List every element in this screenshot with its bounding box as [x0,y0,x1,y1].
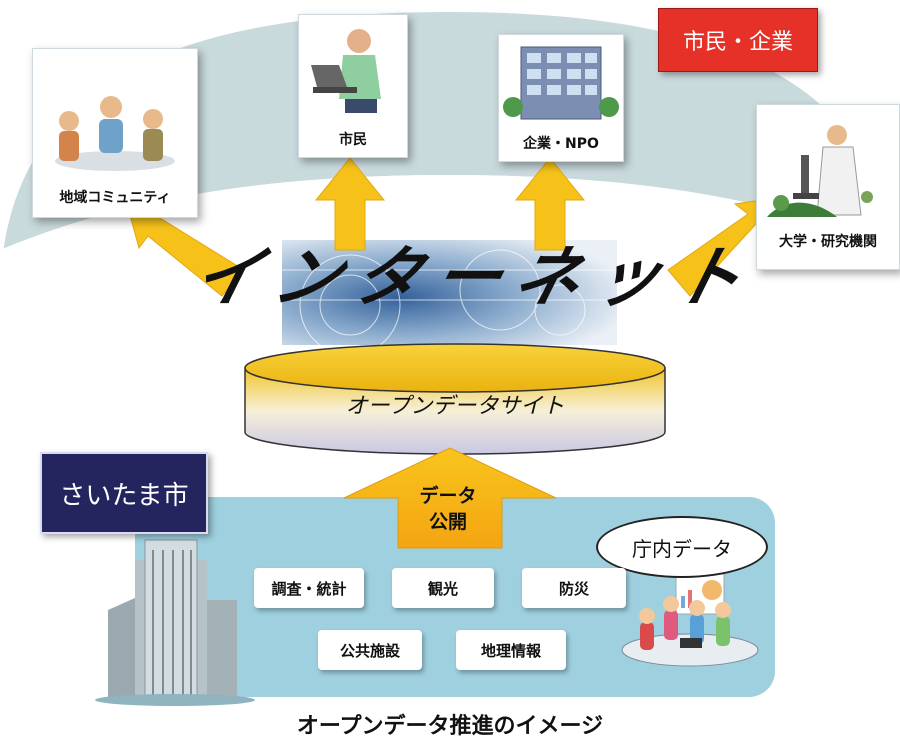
publish-arrow [343,447,557,549]
data-box-tourism: 観光 [392,568,494,608]
data-publish-label: データ 公開 [388,483,508,535]
internet-label: インターネット [185,239,765,316]
office-building-icon [503,46,619,120]
card-company-label: 企業・NPO [523,136,599,152]
card-citizen-label: 市民 [339,132,367,148]
city-building [95,539,255,706]
staff-meeting-illustration [621,573,759,667]
citizen-laptop-icon [311,29,381,113]
arc-band [0,12,900,300]
data-publish-label-line1: データ [419,485,477,507]
data-box-geo: 地理情報 [456,630,566,670]
microscope-researcher-icon [767,125,873,217]
card-university: 大学・研究機関 [756,104,900,270]
card-company: 企業・NPO [498,34,624,162]
data-publish-label-line2: 公開 [428,511,467,533]
meeting-people-icon [55,96,175,171]
internet-arrows [127,157,776,297]
citizen-business-badge: 市民・企業 [658,8,818,72]
card-university-label: 大学・研究機関 [779,234,877,250]
data-box-survey: 調査・統計 [254,568,364,608]
card-community-label: 地域コミュニティ [59,190,171,206]
diagram-caption: オープンデータ推進のイメージ [296,714,604,739]
open-data-site-label: オープンデータサイト [345,394,565,419]
card-community: 地域コミュニティ [32,48,198,218]
data-box-disaster: 防災 [522,568,626,608]
internet-image [282,240,617,345]
data-box-facilities: 公共施設 [318,630,422,670]
card-citizen: 市民 [298,14,408,158]
saitama-city-badge: さいたま市 [40,452,208,534]
open-data-cylinder [244,343,666,455]
internal-data-bubble: 庁内データ [596,516,768,578]
